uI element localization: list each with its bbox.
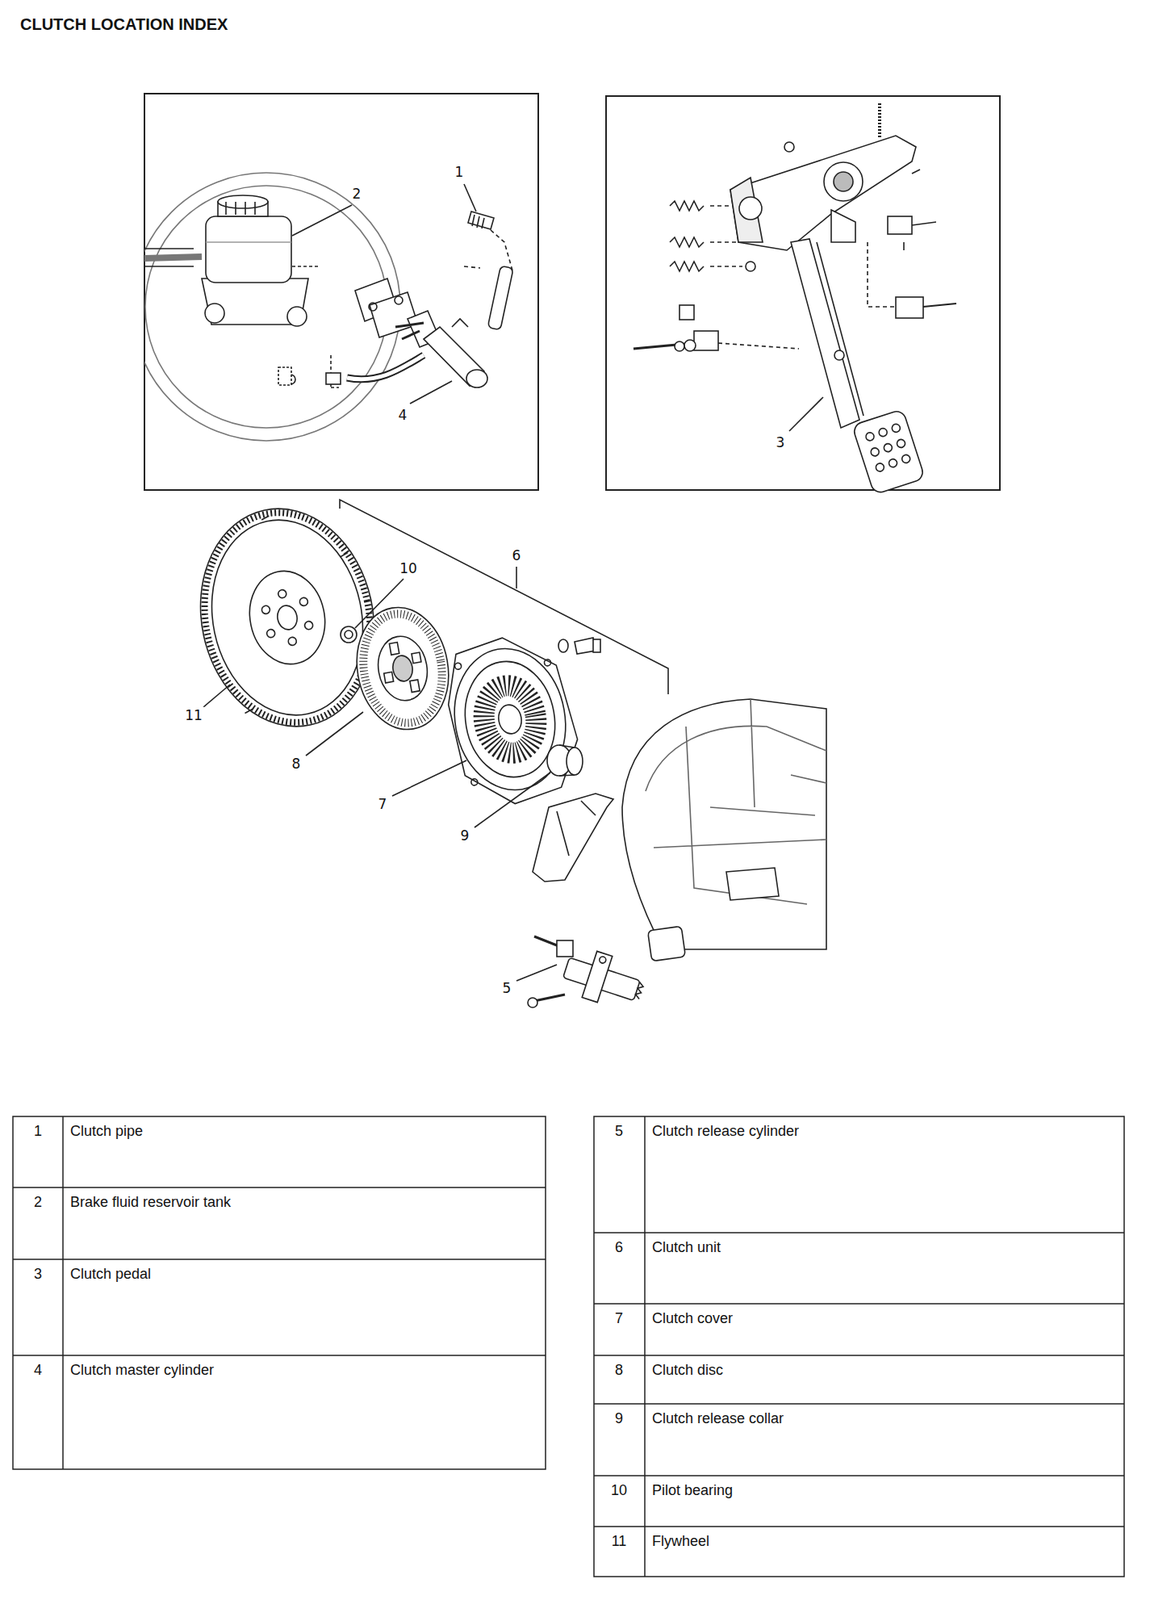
- clutch-pedal-figure: [633, 103, 957, 495]
- table-cell-text: Clutch cover: [652, 1309, 1117, 1328]
- table-cell-number: 1: [33, 1122, 42, 1141]
- table-cell-text: Clutch release collar: [652, 1409, 1117, 1428]
- table-cell-number: 3: [33, 1265, 42, 1284]
- table-cell-number: 10: [610, 1481, 628, 1500]
- leader-line: [515, 566, 518, 589]
- table-cell-text: Pilot bearing: [652, 1481, 1117, 1500]
- page-title: CLUTCH LOCATION INDEX: [20, 14, 228, 34]
- callout-number: 8: [290, 755, 303, 772]
- callout-number: 2: [351, 185, 364, 202]
- table-cell-number: 2: [33, 1193, 42, 1212]
- callout-number: 7: [376, 795, 389, 812]
- callout-number: 6: [510, 547, 523, 564]
- table-cell-number: 11: [611, 1532, 628, 1551]
- table-cell-text: Clutch release cylinder: [652, 1122, 1117, 1141]
- callout-number: 5: [501, 979, 514, 996]
- figure-frame: [144, 93, 539, 490]
- leader-line: [203, 684, 230, 707]
- leader-line: [355, 578, 404, 628]
- leader-line: [516, 964, 557, 981]
- transmission-housing: [622, 698, 827, 950]
- table-cell-number: 8: [614, 1361, 624, 1380]
- group-bracket: [339, 499, 669, 695]
- master-cylinder-figure: [144, 172, 514, 441]
- leader-line: [789, 397, 824, 431]
- parts-table-grid: [12, 1116, 1125, 1577]
- table-cell-text: Clutch pipe: [70, 1122, 539, 1141]
- table-cell-text: Flywheel: [652, 1532, 1117, 1551]
- leader-line: [464, 183, 477, 212]
- table-cell-number: 6: [614, 1238, 624, 1257]
- leader-line: [292, 204, 352, 236]
- leader-line: [305, 711, 364, 756]
- callout-number: 9: [459, 827, 472, 844]
- leader-line: [409, 380, 452, 404]
- clutch-exploded-figure: [180, 492, 827, 1015]
- table-cell-text: Brake fluid reservoir tank: [70, 1193, 539, 1212]
- table-cell-number: 7: [614, 1309, 624, 1328]
- callout-number: 11: [183, 706, 205, 724]
- table-cell-text: Clutch master cylinder: [70, 1361, 539, 1380]
- callout-number: 3: [774, 434, 787, 451]
- callout-number: 10: [397, 560, 419, 577]
- table-cell-number: 9: [614, 1409, 624, 1428]
- leader-line: [474, 772, 551, 828]
- callout-number: 1: [453, 163, 466, 180]
- table-cell-number: 5: [614, 1122, 624, 1141]
- figure-frame: [606, 96, 1000, 490]
- table-cell-number: 4: [33, 1361, 42, 1380]
- table-cell-text: Clutch disc: [652, 1361, 1117, 1380]
- leader-line: [392, 760, 467, 796]
- table-cell-text: Clutch pedal: [70, 1265, 539, 1284]
- callout-number: 4: [397, 406, 410, 423]
- table-cell-text: Clutch unit: [652, 1238, 1117, 1257]
